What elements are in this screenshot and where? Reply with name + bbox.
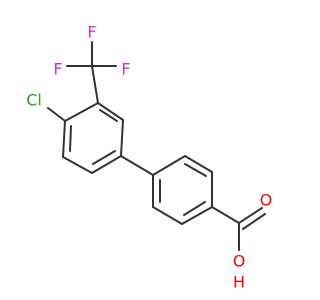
bond-right-ring-inner-1 bbox=[184, 163, 207, 177]
bond-right-ring-5 bbox=[152, 206, 183, 225]
bond-left-ring-6 bbox=[62, 120, 66, 158]
bond-left-ring-inner-3 bbox=[69, 125, 72, 152]
bond-right-ring-1 bbox=[152, 155, 186, 176]
bond-left-ring-2 bbox=[97, 102, 124, 121]
fluorine-top-label: F bbox=[87, 23, 96, 42]
bond-ring-cf3 bbox=[91, 65, 99, 104]
bond-left-ring-5 bbox=[62, 156, 93, 174]
bond-right-ring-inner-2 bbox=[183, 201, 206, 216]
molecule-svg: F F F Cl O O H bbox=[26, 23, 273, 292]
chlorine-label: Cl bbox=[26, 91, 42, 110]
hydroxyl-oxygen-label: O bbox=[233, 252, 246, 271]
bond-left-ring-3 bbox=[120, 119, 124, 157]
bond-ring-carboxyl bbox=[211, 206, 240, 224]
bond-left-ring-inner-1 bbox=[99, 109, 118, 122]
bond-carboxyl-double-1 bbox=[238, 207, 263, 224]
carbonyl-oxygen-label: O bbox=[260, 191, 273, 210]
fluorine-right-label: F bbox=[121, 60, 130, 79]
bond-biaryl bbox=[120, 155, 154, 176]
bond-c-cl bbox=[47, 107, 66, 122]
bond-carboxyl-double-2 bbox=[242, 213, 266, 230]
bond-left-ring-1 bbox=[64, 102, 99, 122]
bond-left-ring-inner-2 bbox=[92, 150, 116, 165]
bond-right-ring-4 bbox=[181, 206, 213, 225]
bond-right-ring-2 bbox=[184, 155, 213, 173]
hydroxyl-hydrogen-label: H bbox=[233, 273, 245, 292]
bond-left-ring-4 bbox=[91, 155, 122, 174]
structure-diagram: F F F Cl O O H bbox=[26, 22, 273, 292]
fluorine-left-label: F bbox=[53, 60, 62, 79]
